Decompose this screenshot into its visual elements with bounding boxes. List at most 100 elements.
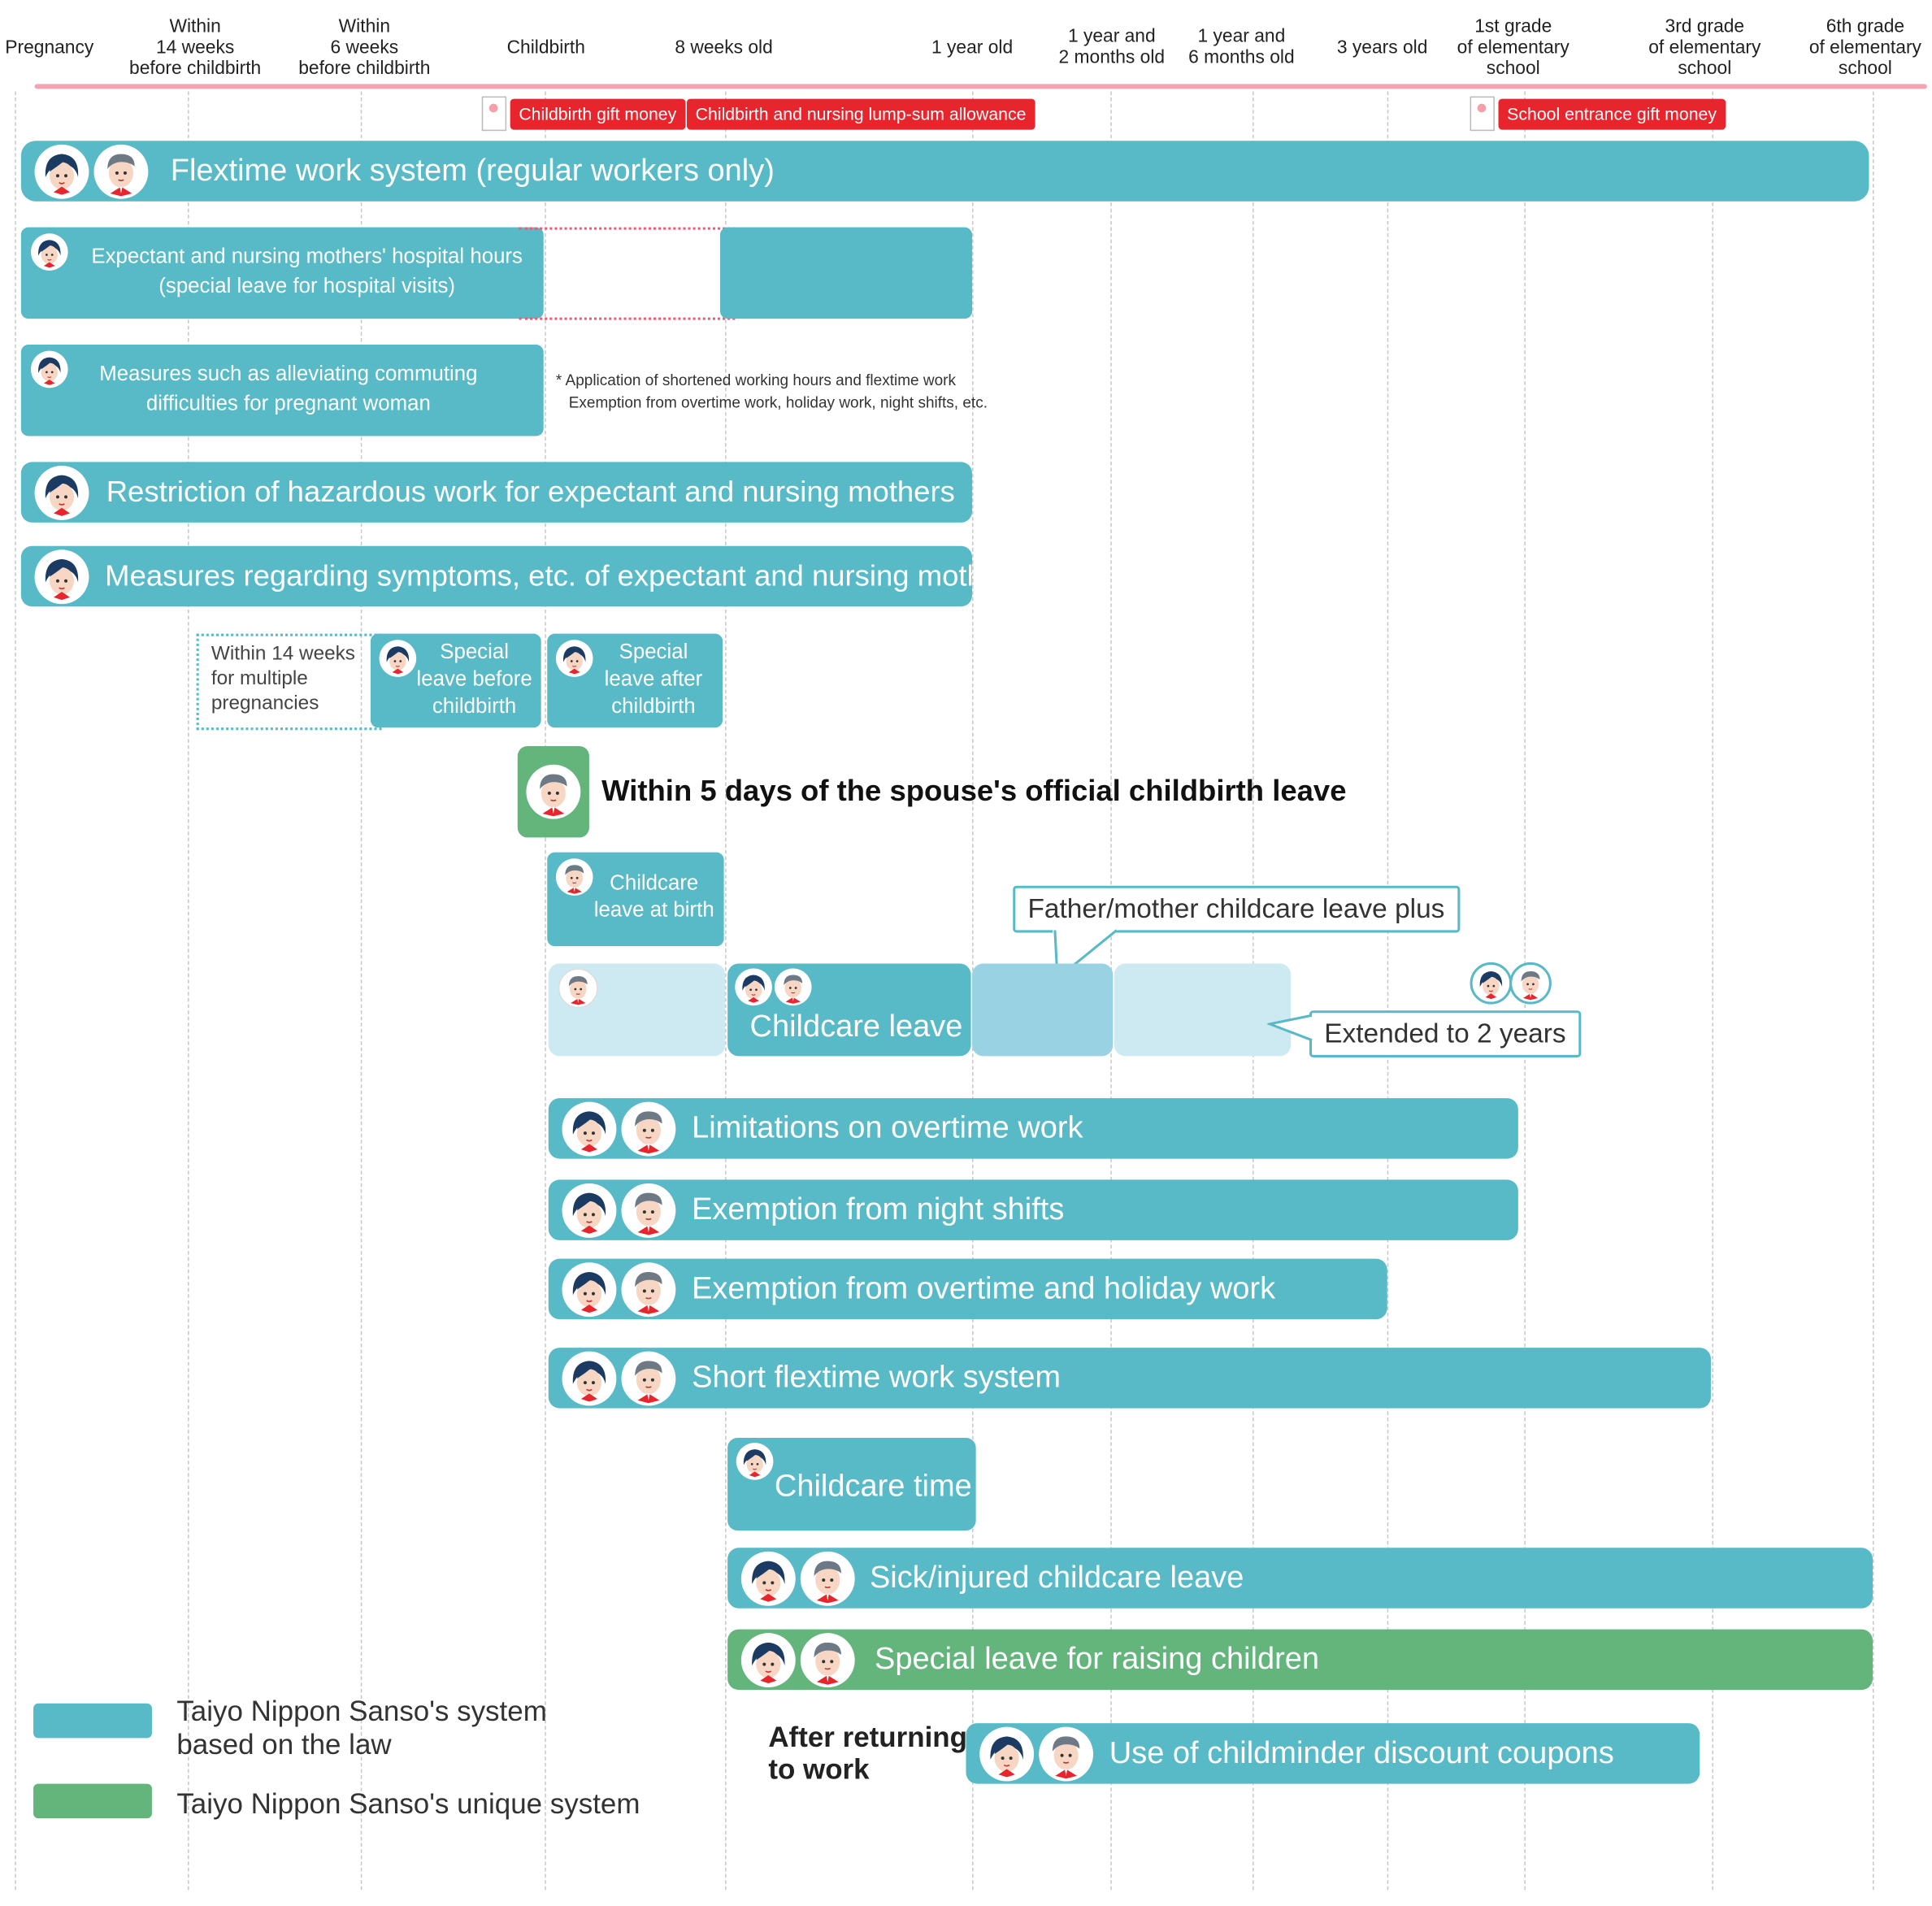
childbirth-gift-money-tag: Childbirth gift money xyxy=(510,98,685,130)
flextime-bar: Flextime work system (regular workers on… xyxy=(20,141,1869,202)
childcare-leave-pre-bar xyxy=(548,963,726,1057)
legend-law-label: Taiyo Nippon Sanso's system based on the… xyxy=(176,1695,547,1761)
sick-childcare-leave-label: Sick/injured childcare leave xyxy=(869,1560,1244,1596)
hospital-hours-bar: Expectant and nursing mothers' hospital … xyxy=(20,227,544,319)
mother-icon xyxy=(735,968,772,1006)
night-shift-exemption-bar: Exemption from night shifts xyxy=(548,1179,1518,1240)
night-shift-exemption-label: Exemption from night shifts xyxy=(692,1192,1065,1227)
extended-2-years-callout: Extended to 2 years xyxy=(1309,1010,1581,1057)
special-leave-after-bar: Special leave after childbirth xyxy=(547,633,723,728)
father-icon xyxy=(526,764,581,819)
mother-icon xyxy=(555,640,593,677)
lump-sum-allowance-tag: Childbirth and nursing lump-sum allowanc… xyxy=(687,98,1035,130)
mother-icon xyxy=(34,465,89,520)
raising-children-leave-bar: Special leave for raising children xyxy=(727,1629,1873,1691)
guide-line xyxy=(545,91,546,1891)
pink-dotted-connector xyxy=(519,317,736,320)
father-icon xyxy=(621,1183,676,1238)
header-1-year-old: 1 year old xyxy=(931,36,1014,58)
mother-icon xyxy=(379,640,417,677)
father-icon xyxy=(555,858,593,896)
guide-line xyxy=(1387,91,1389,1891)
header-1st-grade: 1st grade of elementary school xyxy=(1457,15,1569,79)
short-flextime-bar: Short flextime work system xyxy=(548,1348,1711,1409)
extended-leave-bar xyxy=(1114,963,1292,1057)
father-icon xyxy=(93,144,149,199)
mother-icon xyxy=(34,549,89,605)
mother-icon xyxy=(736,1443,774,1480)
father-icon xyxy=(774,968,812,1006)
mother-icon xyxy=(1470,962,1513,1005)
header-pregnancy: Pregnancy xyxy=(5,36,94,58)
pink-dotted-connector xyxy=(519,227,736,230)
short-flextime-label: Short flextime work system xyxy=(692,1360,1062,1395)
gift-envelope-icon xyxy=(1470,96,1495,132)
mother-icon xyxy=(34,144,89,199)
header-8-weeks-old: 8 weeks old xyxy=(675,36,773,58)
overtime-holiday-exemption-label: Exemption from overtime and holiday work xyxy=(692,1270,1276,1306)
header-1-year-6-months: 1 year and 6 months old xyxy=(1188,25,1295,68)
father-mother-plus-callout: Father/mother childcare leave plus xyxy=(1013,885,1460,933)
flextime-label: Flextime work system (regular workers on… xyxy=(170,153,775,189)
legend-unique-swatch xyxy=(33,1783,152,1819)
legend-unique-label: Taiyo Nippon Sanso's unique system xyxy=(176,1787,640,1820)
mother-icon xyxy=(30,233,68,271)
father-icon xyxy=(1039,1726,1094,1782)
guide-line xyxy=(1873,91,1874,1891)
childminder-coupons-label: Use of childminder discount coupons xyxy=(1109,1735,1614,1770)
timeline-bar xyxy=(34,84,1927,89)
childcare-at-birth-label: Childcare leave at birth xyxy=(593,871,714,922)
spouse-leave-bar xyxy=(517,745,589,838)
spouse-leave-label: Within 5 days of the spouse's official c… xyxy=(601,774,1347,808)
overtime-limits-label: Limitations on overtime work xyxy=(692,1110,1083,1145)
overtime-holiday-exemption-bar: Exemption from overtime and holiday work xyxy=(548,1258,1387,1320)
mother-icon xyxy=(562,1183,617,1238)
childcare-leave-bar: Childcare leave xyxy=(727,963,971,1057)
sick-childcare-leave-bar: Sick/injured childcare leave xyxy=(727,1548,1873,1609)
header-3-years-old: 3 years old xyxy=(1336,36,1428,58)
hazardous-work-label: Restriction of hazardous work for expect… xyxy=(106,475,955,510)
guide-line xyxy=(360,91,363,1891)
father-icon xyxy=(800,1633,855,1688)
mother-icon xyxy=(979,1726,1035,1782)
mother-icon xyxy=(562,1262,617,1318)
father-icon xyxy=(621,1262,676,1318)
header-1-year-2-months: 1 year and 2 months old xyxy=(1058,25,1166,68)
father-icon xyxy=(558,968,598,1009)
legend-law-swatch xyxy=(33,1703,152,1739)
header-childbirth: Childbirth xyxy=(506,36,585,58)
guide-line xyxy=(1712,91,1713,1891)
special-leave-before-label: Special leave before childbirth xyxy=(416,640,532,719)
commuting-bar: Measures such as alleviating commuting d… xyxy=(20,345,544,436)
symptoms-bar: Measures regarding symptoms, etc. of exp… xyxy=(20,545,1024,607)
father-icon xyxy=(800,1551,855,1606)
after-returning-label: After returning to work xyxy=(768,1721,968,1786)
mother-icon xyxy=(562,1351,617,1406)
childcare-time-label: Childcare time xyxy=(774,1469,972,1504)
hospital-hours-after-bar xyxy=(720,227,973,319)
header-3rd-grade: 3rd grade of elementary school xyxy=(1648,15,1761,79)
header-within-14-weeks: Within 14 weeks before childbirth xyxy=(129,15,262,79)
mother-icon xyxy=(740,1633,796,1688)
childcare-leave-label: Childcare leave xyxy=(749,1009,963,1044)
callout-pointer xyxy=(1267,1014,1313,1042)
special-leave-before-bar: Special leave before childbirth xyxy=(370,633,541,728)
father-icon xyxy=(621,1101,676,1157)
father-icon xyxy=(1509,962,1552,1005)
commuting-label: Measures such as alleviating commuting d… xyxy=(99,362,478,415)
childminder-coupons-bar: Use of childminder discount coupons xyxy=(966,1723,1700,1784)
hazardous-work-bar: Restriction of hazardous work for expect… xyxy=(20,462,973,523)
mother-icon xyxy=(30,350,68,389)
header-within-6-weeks: Within 6 weeks before childbirth xyxy=(298,15,431,79)
symptoms-label: Measures regarding symptoms, etc. of exp… xyxy=(105,559,1025,593)
overtime-limits-bar: Limitations on overtime work xyxy=(548,1098,1518,1159)
special-leave-after-label: Special leave after childbirth xyxy=(604,640,703,719)
hospital-hours-label: Expectant and nursing mothers' hospital … xyxy=(91,244,523,298)
multiple-pregnancies-box: Within 14 weeks for multiple pregnancies xyxy=(196,633,382,731)
gift-envelope-icon xyxy=(481,96,507,132)
raising-children-leave-label: Special leave for raising children xyxy=(875,1641,1320,1677)
mother-icon xyxy=(562,1101,617,1157)
multiple-pregnancies-label: Within 14 weeks for multiple pregnancies xyxy=(211,643,355,714)
mother-icon xyxy=(740,1551,796,1606)
